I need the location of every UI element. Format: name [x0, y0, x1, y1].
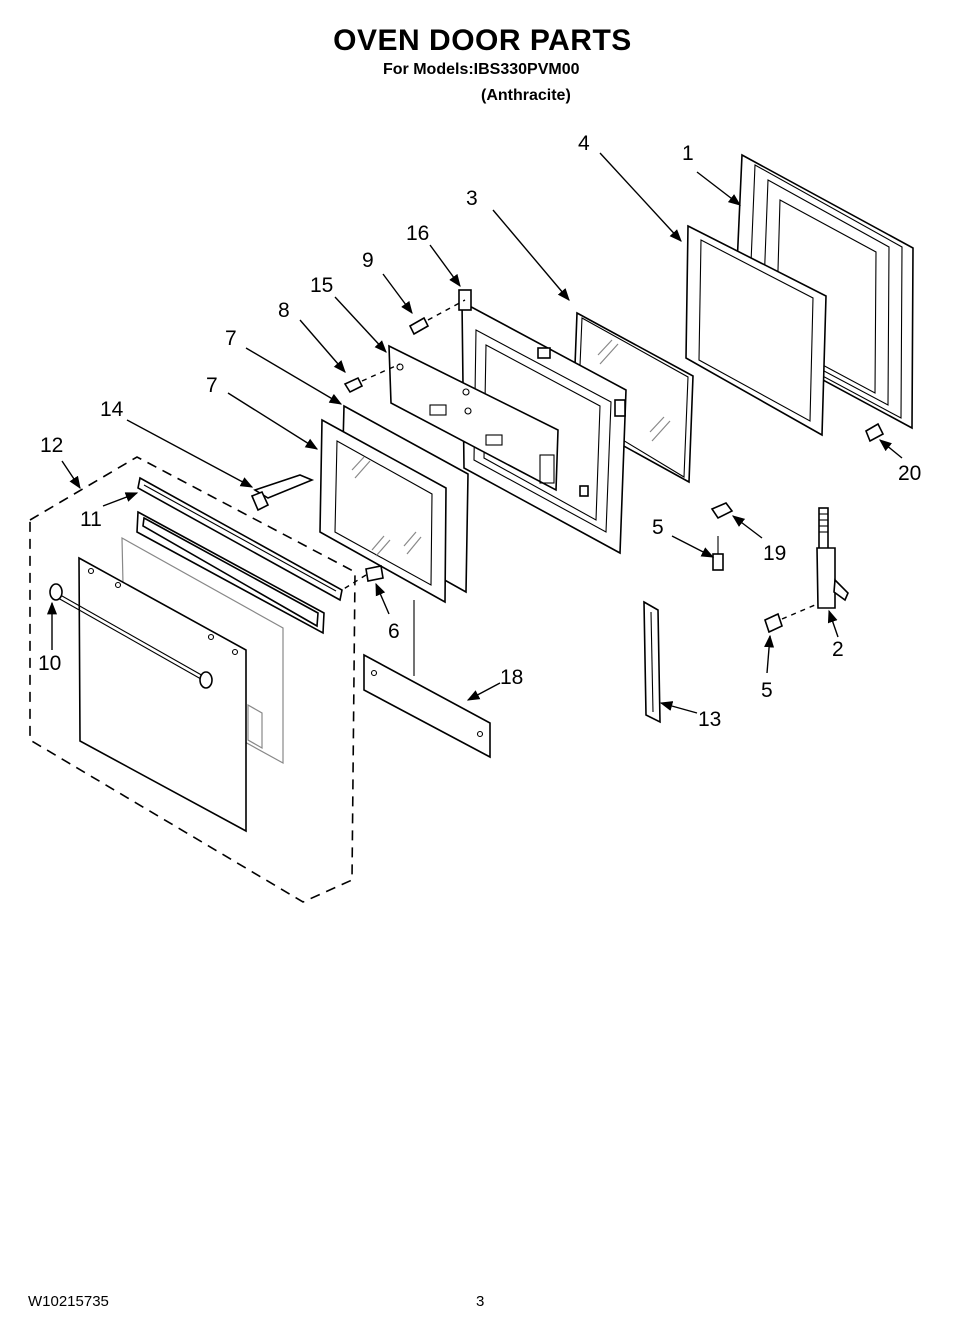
callout-20: 20 — [898, 462, 921, 485]
callout-6: 6 — [388, 620, 400, 643]
part-10-handle-caps — [49, 583, 213, 689]
callout-5-upper: 5 — [652, 516, 664, 539]
part-14-bracket — [250, 474, 315, 512]
callout-5-lower: 5 — [761, 679, 773, 702]
callout-4: 4 — [578, 132, 590, 155]
part-15-heat-shield — [388, 344, 559, 492]
callout-12: 12 — [40, 434, 63, 457]
document-number: W10215735 — [28, 1293, 109, 1310]
screw-part-20 — [865, 422, 885, 443]
screw-part-6 — [341, 565, 384, 591]
part-7-glass-front — [319, 418, 447, 604]
callout-11: 11 — [80, 508, 102, 531]
page-title: OVEN DOOR PARTS — [333, 24, 632, 57]
callout-3: 3 — [466, 187, 478, 210]
color-note: (Anthracite) — [481, 87, 571, 104]
callout-18: 18 — [500, 666, 523, 689]
screw-part-8 — [343, 363, 401, 394]
callout-8: 8 — [278, 299, 290, 322]
part-11-upper-channel — [137, 476, 343, 602]
callout-16: 16 — [406, 222, 429, 245]
callout-10: 10 — [38, 652, 61, 675]
callout-7-front: 7 — [206, 374, 218, 397]
model-subtitle: For Models:IBS330PVM00 — [383, 61, 580, 78]
part-12-door-assembly-outline — [29, 456, 356, 903]
leader-lines — [46, 152, 903, 714]
callout-13: 13 — [698, 708, 721, 731]
callout-15: 15 — [310, 274, 333, 297]
page-number: 3 — [476, 1293, 485, 1310]
callout-14: 14 — [100, 398, 124, 421]
part-18-bottom-trim — [363, 600, 491, 759]
callout-7-back: 7 — [225, 327, 237, 350]
callout-9: 9 — [362, 249, 374, 272]
callout-19: 19 — [763, 542, 786, 565]
part-2-hinge — [816, 507, 849, 609]
screw-part-9 — [408, 299, 466, 336]
screw-part-5-lower — [764, 604, 816, 634]
screw-part-5-upper — [712, 536, 724, 571]
part-13-hinge-channel — [643, 600, 661, 724]
part-19-clip — [710, 502, 734, 520]
callout-1: 1 — [682, 142, 694, 165]
assembly-outer-door-glass — [54, 556, 247, 833]
callout-labels: 1 4 3 16 9 15 8 7 7 14 12 11 10 6 18 5 1… — [38, 132, 921, 731]
assembly-channel-bar — [136, 510, 325, 635]
callout-2: 2 — [832, 638, 844, 661]
part-4-door-gasket — [685, 224, 827, 437]
